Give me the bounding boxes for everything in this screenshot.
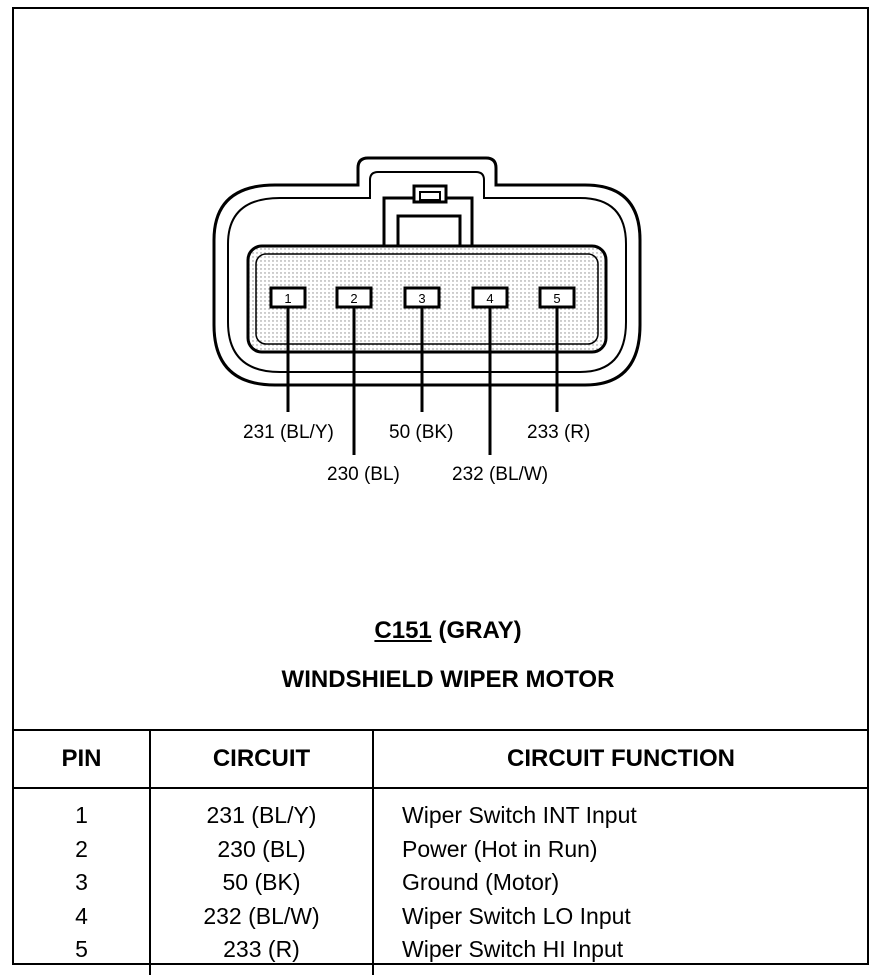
table-cell-pin: 1	[75, 802, 88, 828]
pin-cavity-4	[471, 286, 509, 309]
header-circuit: CIRCUIT	[149, 729, 373, 789]
component-name: WINDSHIELD WIPER MOTOR	[281, 666, 615, 693]
connector-drawing: 1 2 3 4 5	[212, 156, 642, 455]
table-cell-function: Ground (Motor)	[402, 869, 560, 895]
table-cell-circuit: 50 (BK)	[222, 869, 301, 895]
pin-cavity-1	[269, 286, 307, 309]
table-cell-circuit: 231 (BL/Y)	[206, 802, 317, 828]
pin-table-body: 1 2 3 4 5 231 (BL/Y) 230 (BL) 50 (BK) 23…	[14, 788, 868, 975]
latch-inner	[396, 214, 462, 250]
table-cell-function: Wiper Switch HI Input	[402, 936, 624, 962]
table-cell-function: Power (Hot in Run)	[402, 835, 598, 862]
connector-title: C151 (GRAY)	[0, 617, 896, 645]
pin-number-3: 3	[418, 291, 425, 306]
table-cell-circuit: 230 (BL)	[217, 835, 306, 862]
pin-column: 1 2 3 4 5	[14, 788, 150, 975]
header-circuit-function: CIRCUIT FUNCTION	[372, 729, 868, 789]
table-cell-function: Wiper Switch LO Input	[402, 902, 631, 929]
table-cell-pin: 4	[75, 902, 88, 929]
table-cell-pin: 3	[75, 869, 88, 895]
table-cell-pin: 5	[75, 936, 88, 962]
pin-cavity-2	[335, 286, 373, 309]
table-cell-circuit: 233 (R)	[223, 936, 300, 962]
function-column: Wiper Switch INT Input Power (Hot in Run…	[372, 788, 868, 975]
table-cell-pin: 2	[75, 835, 88, 862]
latch-top-inner	[419, 191, 441, 201]
connector-code: C151	[374, 617, 432, 644]
pin-table-header: PIN CIRCUIT CIRCUIT FUNCTION	[14, 729, 868, 789]
wire-label-pin-4: 232 (BL/W)	[452, 464, 549, 485]
table-cell-function: Wiper Switch INT Input	[402, 802, 637, 828]
wire-label-pin-1: 231 (BL/Y)	[243, 422, 334, 443]
pin-number-1: 1	[284, 291, 291, 306]
pin-number-4: 4	[486, 291, 493, 306]
table-cell-circuit: 232 (BL/W)	[203, 902, 320, 929]
pin-cavity-5	[538, 286, 576, 309]
wire-label-pin-3: 50 (BK)	[389, 422, 454, 443]
header-pin: PIN	[14, 729, 150, 789]
wire-label-pin-5: 233 (R)	[527, 422, 591, 443]
connector-color: (GRAY)	[438, 617, 522, 644]
pin-cavity-3	[403, 286, 441, 309]
wire-label-pin-2: 230 (BL)	[327, 464, 400, 485]
pin-table: PIN CIRCUIT CIRCUIT FUNCTION 1 2 3 4 5 2…	[14, 729, 868, 975]
pin-number-2: 2	[350, 291, 357, 306]
circuit-column: 231 (BL/Y) 230 (BL) 50 (BK) 232 (BL/W) 2…	[149, 788, 373, 975]
pin-number-5: 5	[553, 291, 560, 306]
